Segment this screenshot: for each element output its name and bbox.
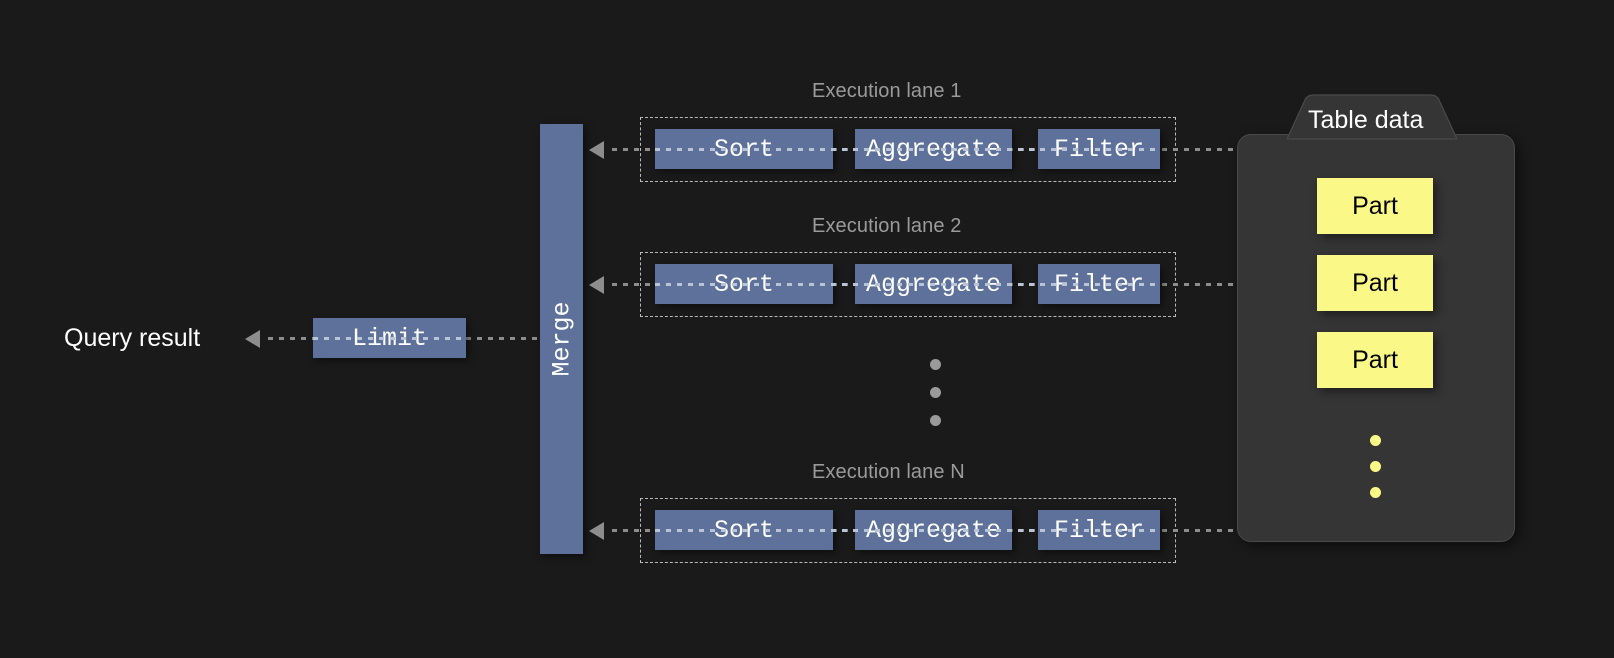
lane-ellipsis-dot [930, 415, 941, 426]
part-box[interactable]: Part [1317, 332, 1433, 388]
lane-connector-n-overlay [655, 529, 1160, 532]
table-data-ellipsis-dot [1370, 461, 1381, 472]
merge-operator-label: Merge [547, 301, 576, 377]
lane-ellipsis-dot [930, 359, 941, 370]
lane-title-2: Execution lane 2 [812, 215, 962, 237]
lane-arrow-2 [589, 276, 604, 294]
output-arrow [245, 330, 260, 348]
part-box[interactable]: Part [1317, 255, 1433, 311]
lane-ellipsis-dot [930, 387, 941, 398]
lane-arrow-1 [589, 141, 604, 159]
table-data-ellipsis-dot [1370, 487, 1381, 498]
table-data-tab [1287, 94, 1457, 140]
table-data-title: Table data [1308, 106, 1424, 134]
lane-title-n: Execution lane N [812, 461, 965, 483]
lane-connector-1-overlay [655, 148, 1160, 151]
query-result-label: Query result [64, 324, 201, 352]
lane-title-1: Execution lane 1 [812, 80, 962, 102]
output-connector-overlay [313, 337, 466, 340]
lane-connector-2-overlay [655, 283, 1160, 286]
lane-arrow-n [589, 522, 604, 540]
table-data-ellipsis-dot [1370, 435, 1381, 446]
merge-operator[interactable]: Merge [540, 124, 583, 554]
part-box[interactable]: Part [1317, 178, 1433, 234]
